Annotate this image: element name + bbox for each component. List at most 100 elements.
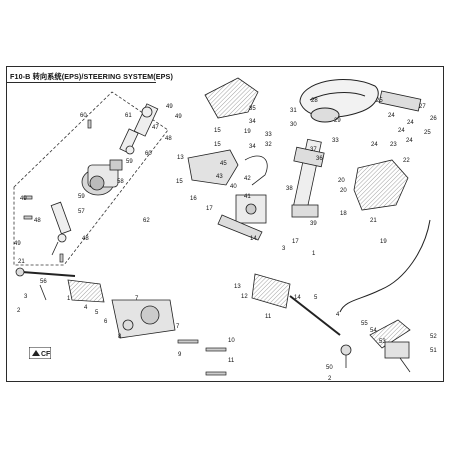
pedal-assembly	[369, 319, 411, 373]
callout: 61	[125, 113, 132, 119]
callout: 47	[152, 125, 159, 131]
callout: 60	[145, 151, 152, 157]
callout: 27	[419, 104, 426, 110]
callout: 21	[370, 218, 377, 224]
callout: 41	[244, 194, 251, 200]
callout: 16	[190, 196, 197, 202]
callout: 13	[177, 155, 184, 161]
callout: 4	[84, 305, 88, 311]
intermediate-shaft	[119, 103, 159, 155]
steering-column	[291, 138, 325, 218]
callout: 1	[312, 251, 316, 257]
callout: 43	[216, 174, 223, 180]
callout: 3	[282, 246, 286, 252]
callout: 24	[371, 142, 378, 148]
callout: 4	[336, 312, 340, 318]
callout: 57	[78, 209, 85, 215]
callout: 42	[244, 176, 251, 182]
dash-cover	[204, 77, 259, 119]
callout: 20	[338, 178, 345, 184]
cable	[339, 219, 431, 313]
diagram-title: F10-B 转向系统(EPS)/STEERING SYSTEM(EPS)	[10, 72, 173, 81]
callout: 9	[178, 352, 182, 358]
callout: 53	[379, 339, 386, 345]
callout: 49	[14, 241, 21, 247]
callout: 8	[118, 334, 122, 340]
callout: 35	[249, 106, 256, 112]
callout: 20	[340, 188, 347, 194]
callout: 21	[18, 259, 25, 265]
callout: 11	[265, 314, 272, 320]
callout: 34	[249, 119, 256, 125]
callout: 18	[340, 211, 347, 217]
steering-wheel	[299, 79, 379, 123]
callout: 31	[290, 108, 297, 114]
tilt-bracket	[353, 90, 422, 211]
callout: 7	[176, 324, 180, 330]
callout: 55	[361, 321, 368, 327]
callout: 59	[78, 194, 85, 200]
callout: 15	[214, 142, 221, 148]
callout: 24	[388, 113, 395, 119]
callout: 36	[316, 156, 323, 162]
callout: 48	[34, 218, 41, 224]
brand-logo: CF	[29, 347, 51, 359]
callout: 60	[80, 113, 87, 119]
callout: 5	[314, 295, 318, 301]
callout: 34	[249, 144, 256, 150]
callout: 59	[126, 159, 133, 165]
column-bracket	[187, 149, 268, 241]
callout: 29	[334, 118, 341, 124]
callout: 54	[370, 328, 377, 334]
callout: 25	[424, 130, 431, 136]
callout: 5	[95, 310, 99, 316]
callout: 24	[406, 138, 413, 144]
callout: 62	[143, 218, 150, 224]
callout: 30	[290, 122, 297, 128]
callout: 58	[117, 179, 124, 185]
callout: 3	[24, 294, 28, 300]
callout: 17	[206, 206, 213, 212]
callout: 23	[390, 142, 397, 148]
callout: 19	[244, 129, 251, 135]
callout: 25	[376, 98, 383, 104]
callout: 38	[286, 186, 293, 192]
callout: 50	[326, 365, 333, 371]
lower-u-joint	[50, 201, 72, 256]
bolts-left	[23, 119, 92, 263]
callout: 11	[228, 358, 235, 364]
title-underline	[6, 82, 156, 83]
center-bolts	[177, 339, 227, 376]
callout: 15	[176, 179, 183, 185]
callout: 33	[265, 132, 272, 138]
callout: 1	[67, 296, 71, 302]
left-tie-rod	[15, 267, 105, 303]
callout: 37	[310, 147, 317, 153]
callout: 24	[407, 120, 414, 126]
callout: 33	[332, 138, 339, 144]
callout: 26	[430, 116, 437, 122]
callout: 40	[230, 184, 237, 190]
callout: 24	[398, 128, 405, 134]
callout: 28	[311, 98, 318, 104]
eps-motor-unit	[81, 159, 123, 196]
callout: 49	[175, 114, 182, 120]
callout: 14	[294, 295, 301, 301]
callout: 48	[165, 136, 172, 142]
svg-text:CF: CF	[41, 351, 51, 358]
callout: 6	[104, 319, 108, 325]
callout: 12	[241, 294, 248, 300]
callout: 51	[430, 348, 437, 354]
callout: 49	[20, 196, 27, 202]
callouts: 60 61 49 49 47 59 48 60 58 59 57 49 48 4…	[14, 98, 437, 382]
callout: 7	[135, 296, 139, 302]
callout: 56	[40, 279, 47, 285]
callout: 22	[403, 158, 410, 164]
callout: 10	[228, 338, 235, 344]
callout: 13	[234, 284, 241, 290]
callout: 19	[380, 239, 387, 245]
callout: 52	[430, 334, 437, 340]
callout: 2	[17, 308, 21, 314]
right-tie-rod	[251, 273, 352, 368]
